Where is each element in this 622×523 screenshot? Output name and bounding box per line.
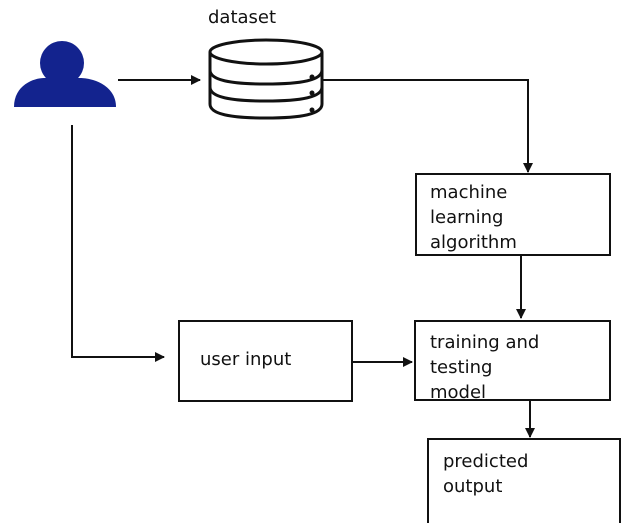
ml-algorithm-box: machine learning algorithm: [415, 173, 611, 256]
predicted-output-label: predicted output: [443, 451, 529, 497]
training-testing-model-box: training and testing model: [414, 320, 611, 403]
database-icon: [208, 38, 324, 120]
edge-user-to-user-input: [71, 125, 165, 362]
user-input-box: user input: [178, 320, 353, 402]
dataset-label: dataset: [208, 7, 277, 28]
edge-dataset-to-ml-algorithm: [323, 79, 533, 173]
user-input-label: user input: [200, 349, 292, 370]
ml-algorithm-label: machine learning algorithm: [430, 182, 517, 253]
training-testing-model-label: training and testing model: [430, 332, 540, 403]
predicted-output-box: predicted output: [427, 438, 621, 523]
user-icon: [14, 41, 116, 107]
